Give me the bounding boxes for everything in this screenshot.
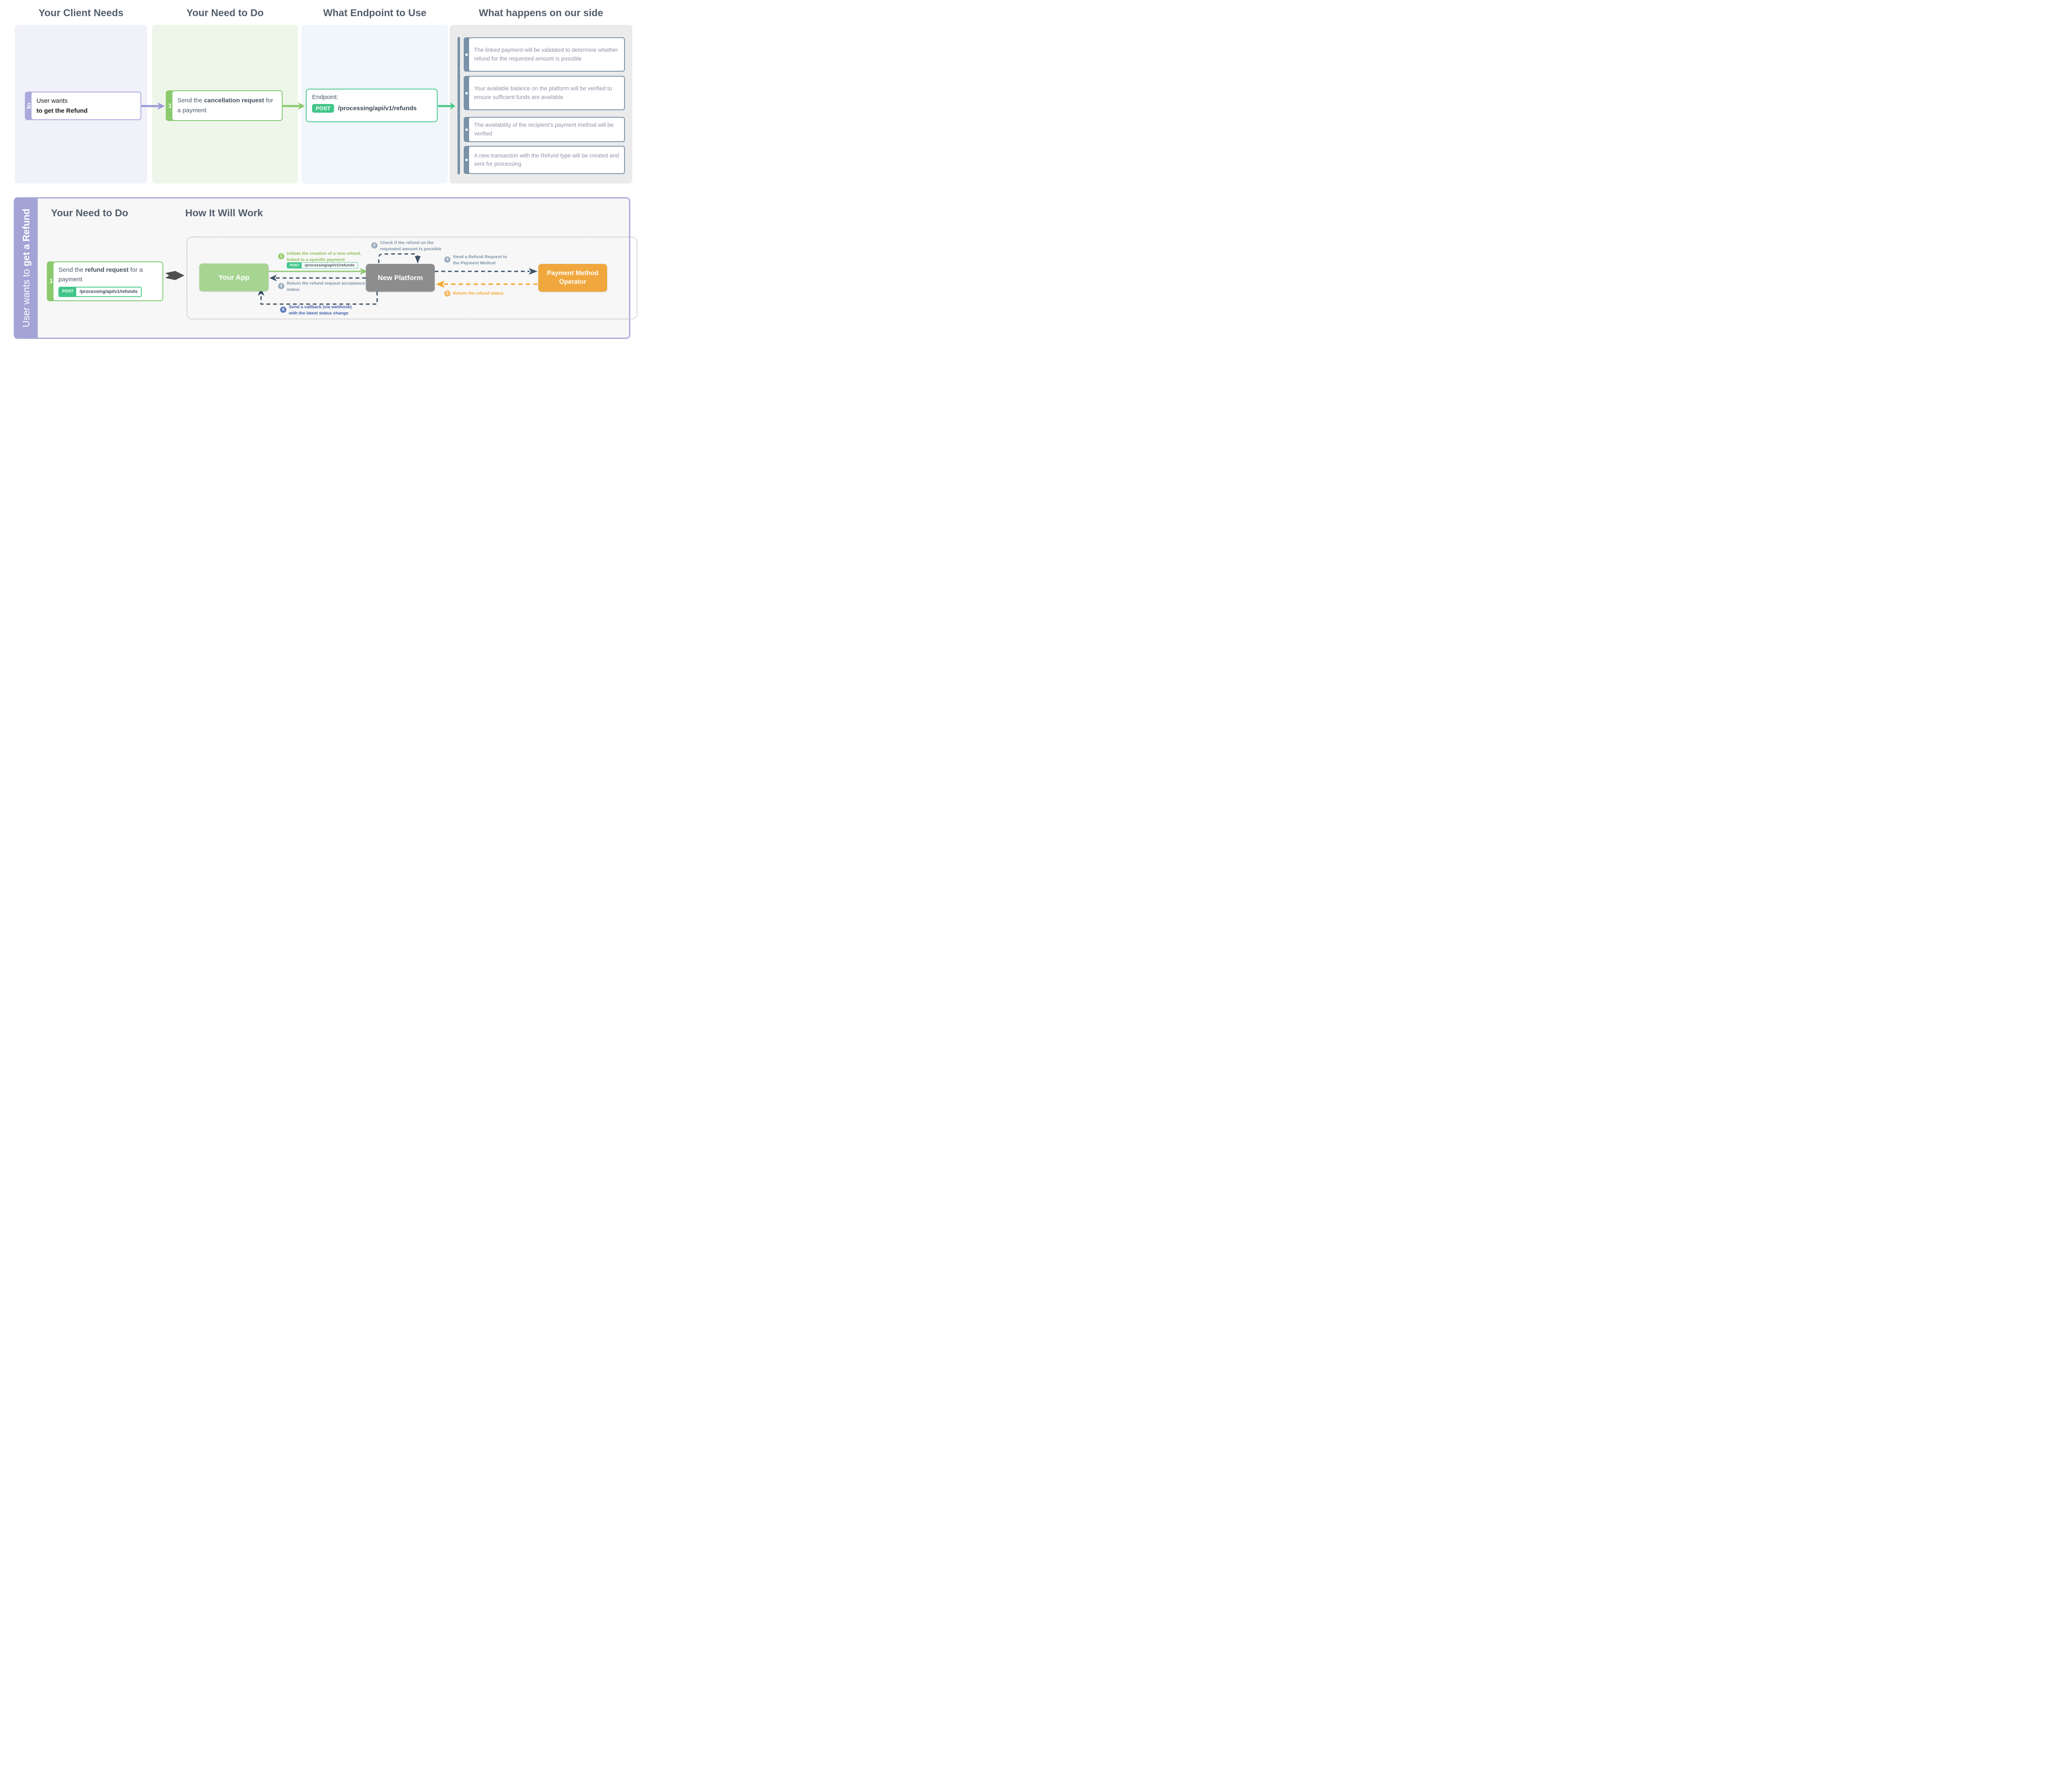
list-item: The availability of the recipient’s paym…: [464, 117, 625, 142]
endpoint-pill: POST /processing/api/v1/refunds: [58, 287, 142, 297]
http-method-badge: POST: [287, 263, 302, 268]
sequence-arrows: [258, 253, 537, 305]
node-new-platform: New Platform: [366, 264, 435, 292]
step-2-badge: 2: [371, 242, 378, 249]
bullet-dot-icon: [465, 128, 468, 131]
sequence-diagram: Your App New Platform Payment Method Ope…: [186, 237, 637, 319]
refund-flow-diagram: Your Client Needs Your Need to Do What E…: [0, 0, 650, 349]
bullet-dot-icon: [465, 159, 468, 161]
card-user-wants-refund: User wants to get the Refund: [25, 92, 141, 120]
arrow-right-emerald-icon: [438, 102, 455, 110]
endpoint-pill: POST /processing/api/v1/refunds: [287, 262, 358, 268]
step-6-label: Send a callback (via webhook)with the la…: [289, 305, 352, 316]
bullet-text: Your available balance on the platform w…: [468, 76, 625, 110]
scenario-sidebar: User wants to get a Refund: [15, 198, 38, 338]
arrow-right-purple-icon: [141, 102, 165, 110]
list-item: A new transaction with the Refund type w…: [464, 146, 625, 174]
list-item: The linked payment will be validated to …: [464, 37, 625, 72]
column-header-client-needs: Your Client Needs: [39, 7, 123, 19]
card-user-line2: to get the Refund: [36, 107, 88, 114]
step-1-label: Initiate the creation of a new refund,li…: [287, 251, 361, 263]
arrow-right-dark-icon: [165, 271, 184, 280]
step-3-badge: 3: [278, 283, 284, 289]
node-payment-method-operator: Payment Method Operator: [538, 264, 607, 292]
heading-how-it-will-work: How It Will Work: [185, 208, 263, 219]
list-item: Your available balance on the platform w…: [464, 76, 625, 110]
step-1-badge: 1: [278, 253, 284, 259]
step-6-badge: 6: [280, 307, 286, 313]
endpoint-path: /processing/api/v1/refunds: [305, 263, 355, 268]
step-number-badge: 1: [49, 278, 53, 285]
column-header-endpoint: What Endpoint to Use: [323, 7, 427, 19]
card-endpoint: Endpoint: POST /processing/api/v1/refund…: [306, 89, 438, 122]
card-cancellation-request: 1 Send the cancellation request for a pa…: [166, 90, 283, 121]
arrow-right-green-icon: [282, 102, 305, 110]
card-refund-text: Send the refund request for a payment: [58, 266, 143, 283]
node-your-app: Your App: [199, 264, 269, 291]
bullet-group-bar: [457, 37, 460, 174]
column-header-our-side: What happens on our side: [479, 7, 603, 19]
card-cancel-text: Send the cancellation request for a paym…: [177, 97, 273, 114]
card-user-line1: User wants: [36, 97, 68, 105]
bullet-text: The linked payment will be validated to …: [468, 37, 625, 72]
http-method-badge: POST: [312, 104, 334, 113]
bullet-text: The availability of the recipient’s paym…: [468, 117, 625, 142]
step-5-badge: 5: [444, 290, 450, 297]
bullet-dot-icon: [465, 92, 468, 94]
endpoint-path: /processing/api/v1/refunds: [80, 289, 138, 294]
http-method-badge: POST: [59, 288, 77, 296]
endpoint-path: /processing/api/v1/refunds: [338, 105, 417, 112]
column-header-need-to-do: Your Need to Do: [186, 7, 264, 19]
bullet-text: A new transaction with the Refund type w…: [468, 146, 625, 174]
bullet-dot-icon: [465, 53, 468, 56]
endpoint-label: Endpoint:: [312, 94, 339, 101]
card-refund-request: 1 Send the refund request for a payment …: [47, 261, 163, 301]
step-5-label: Return the refund status: [453, 291, 503, 296]
refund-scenario-container: User wants to get a Refund Your Need to …: [14, 197, 637, 339]
scenario-sidebar-label: User wants to get a Refund: [21, 208, 31, 328]
step-number-badge: 1: [168, 102, 172, 109]
step-4-badge: 4: [444, 256, 450, 263]
heading-your-need-to-do: Your Need to Do: [51, 208, 128, 219]
